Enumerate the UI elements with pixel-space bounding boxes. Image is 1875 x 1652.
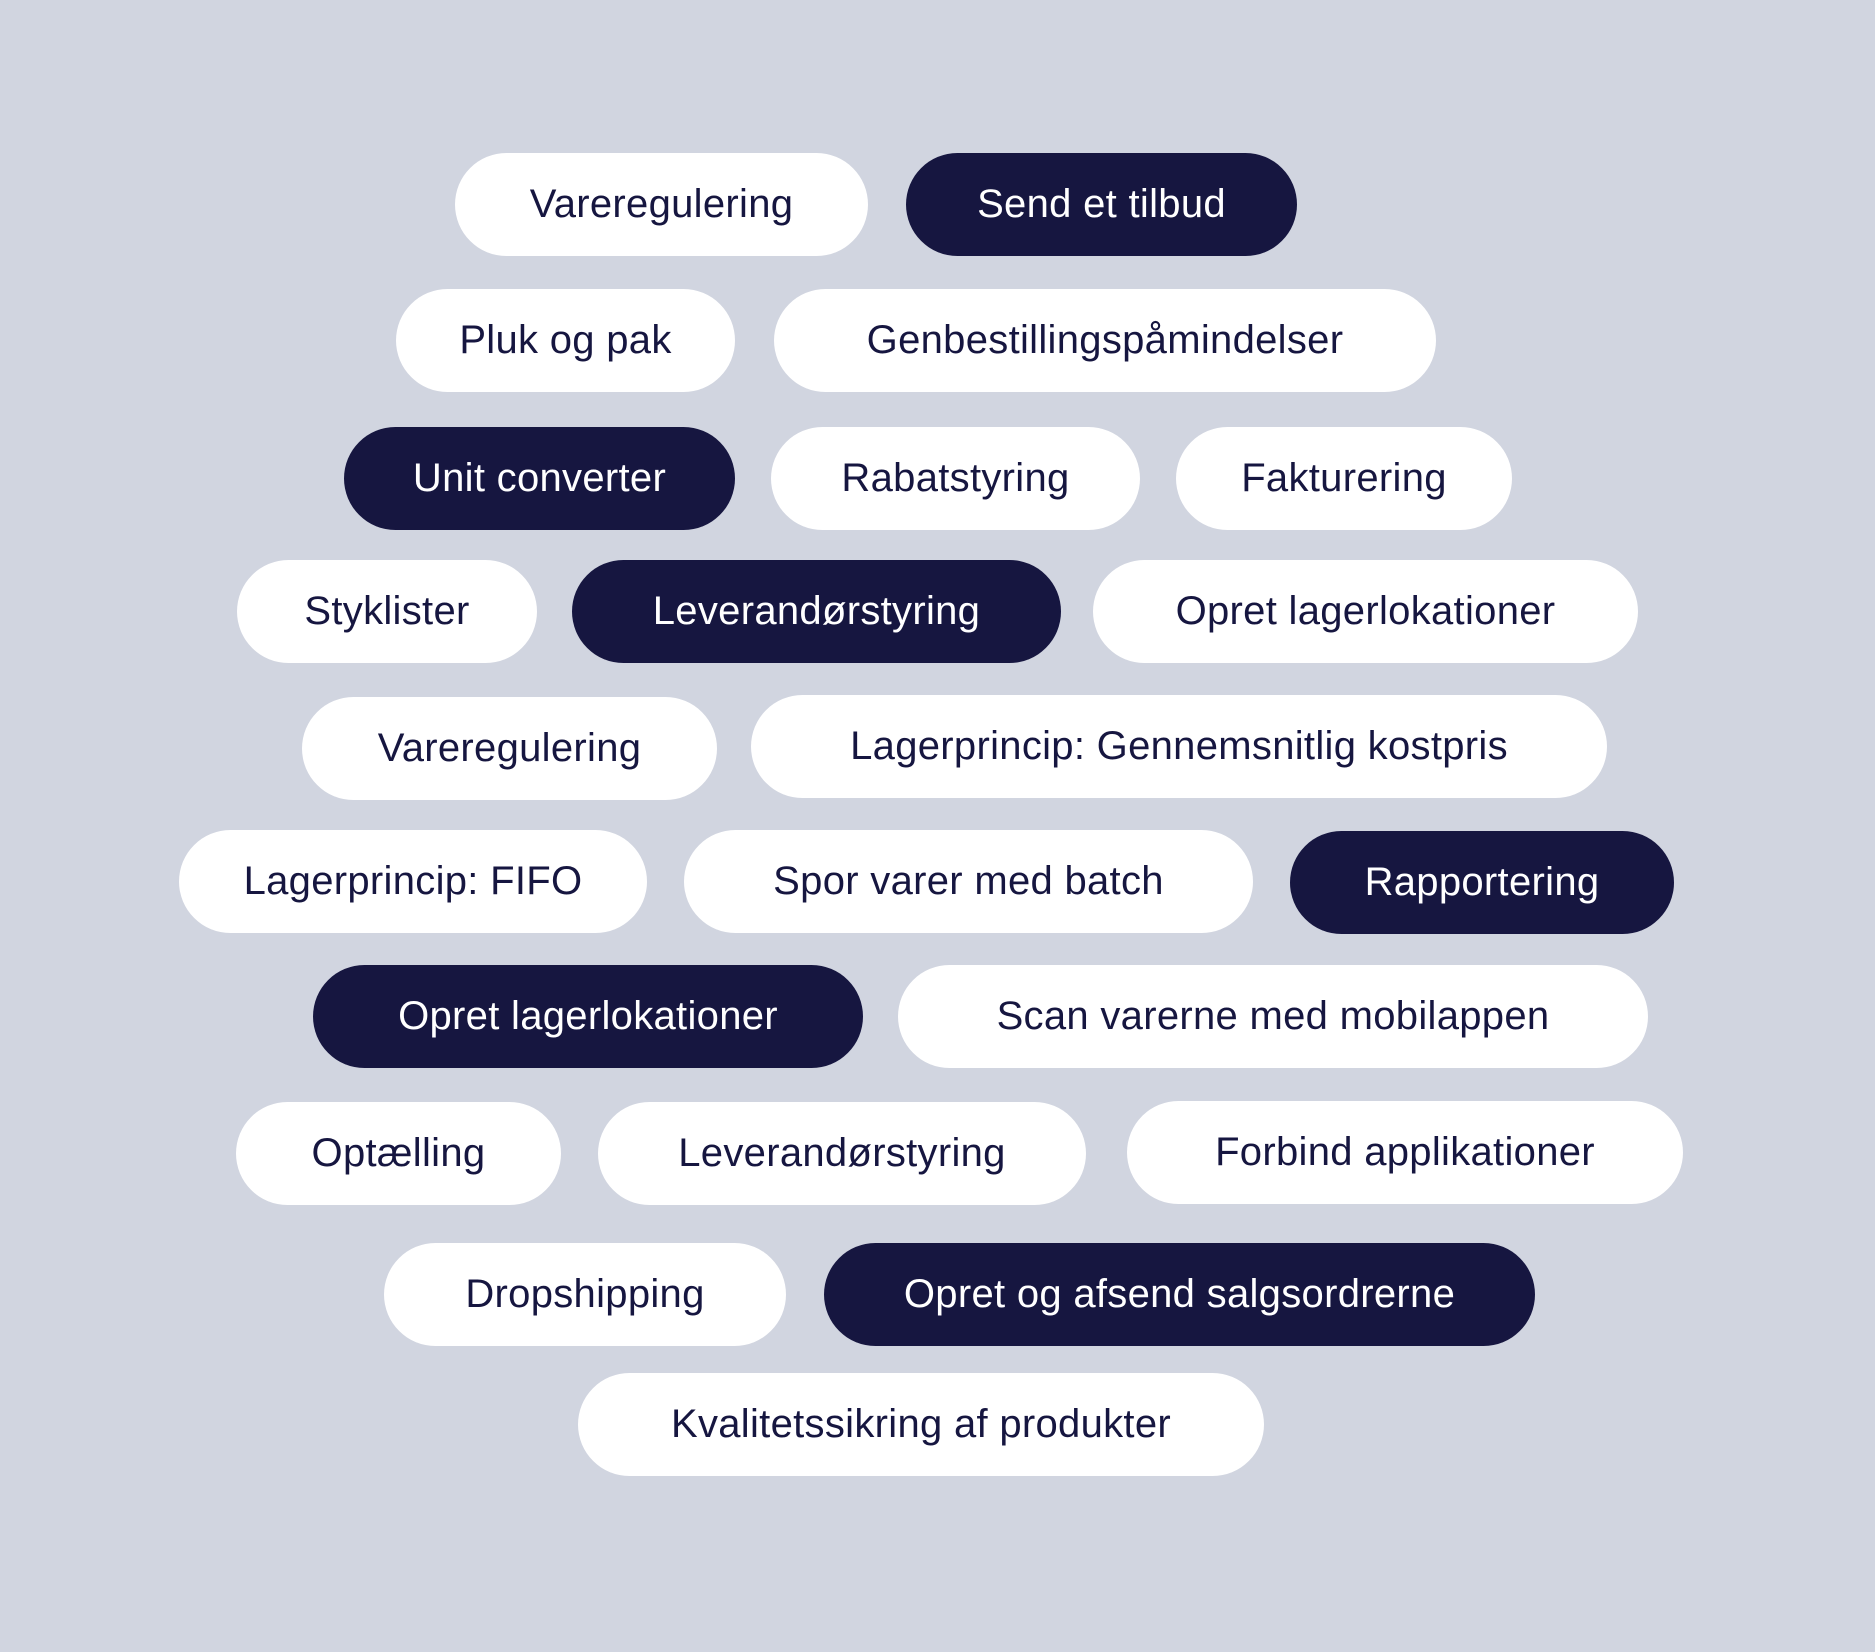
tag-opret-lagerlokationer-2[interactable]: Opret lagerlokationer	[313, 965, 863, 1068]
tag-genbestillingspaamindelser[interactable]: Genbestillingspåmindelser	[774, 289, 1436, 392]
tag-lagerprincip-fifo[interactable]: Lagerprincip: FIFO	[179, 830, 647, 933]
tag-scan-varerne-med-mobilappen[interactable]: Scan varerne med mobilappen	[898, 965, 1648, 1068]
tag-send-et-tilbud[interactable]: Send et tilbud	[906, 153, 1297, 256]
tag-styklister[interactable]: Styklister	[237, 560, 537, 663]
tag-pluk-og-pak[interactable]: Pluk og pak	[396, 289, 735, 392]
tag-unit-converter[interactable]: Unit converter	[344, 427, 735, 530]
tag-dropshipping[interactable]: Dropshipping	[384, 1243, 786, 1346]
tag-kvalitetssikring-af-produkter[interactable]: Kvalitetssikring af produkter	[578, 1373, 1264, 1476]
tag-fakturering[interactable]: Fakturering	[1176, 427, 1512, 530]
tag-leverandoerstyring-2[interactable]: Leverandørstyring	[598, 1102, 1086, 1205]
tag-opret-og-afsend-salgsordrerne[interactable]: Opret og afsend salgsordrerne	[824, 1243, 1535, 1346]
tag-lagerprincip-gennemsnitlig-kostpris[interactable]: Lagerprincip: Gennemsnitlig kostpris	[751, 695, 1607, 798]
tag-vareregulering-2[interactable]: Vareregulering	[302, 697, 717, 800]
tag-forbind-applikationer[interactable]: Forbind applikationer	[1127, 1101, 1683, 1204]
tag-spor-varer-med-batch[interactable]: Spor varer med batch	[684, 830, 1253, 933]
tag-leverandoerstyring[interactable]: Leverandørstyring	[572, 560, 1061, 663]
tag-rabatstyring[interactable]: Rabatstyring	[771, 427, 1140, 530]
tag-opret-lagerlokationer[interactable]: Opret lagerlokationer	[1093, 560, 1638, 663]
tag-rapportering[interactable]: Rapportering	[1290, 831, 1674, 934]
tag-vareregulering[interactable]: Vareregulering	[455, 153, 868, 256]
tag-optaelling[interactable]: Optælling	[236, 1102, 561, 1205]
